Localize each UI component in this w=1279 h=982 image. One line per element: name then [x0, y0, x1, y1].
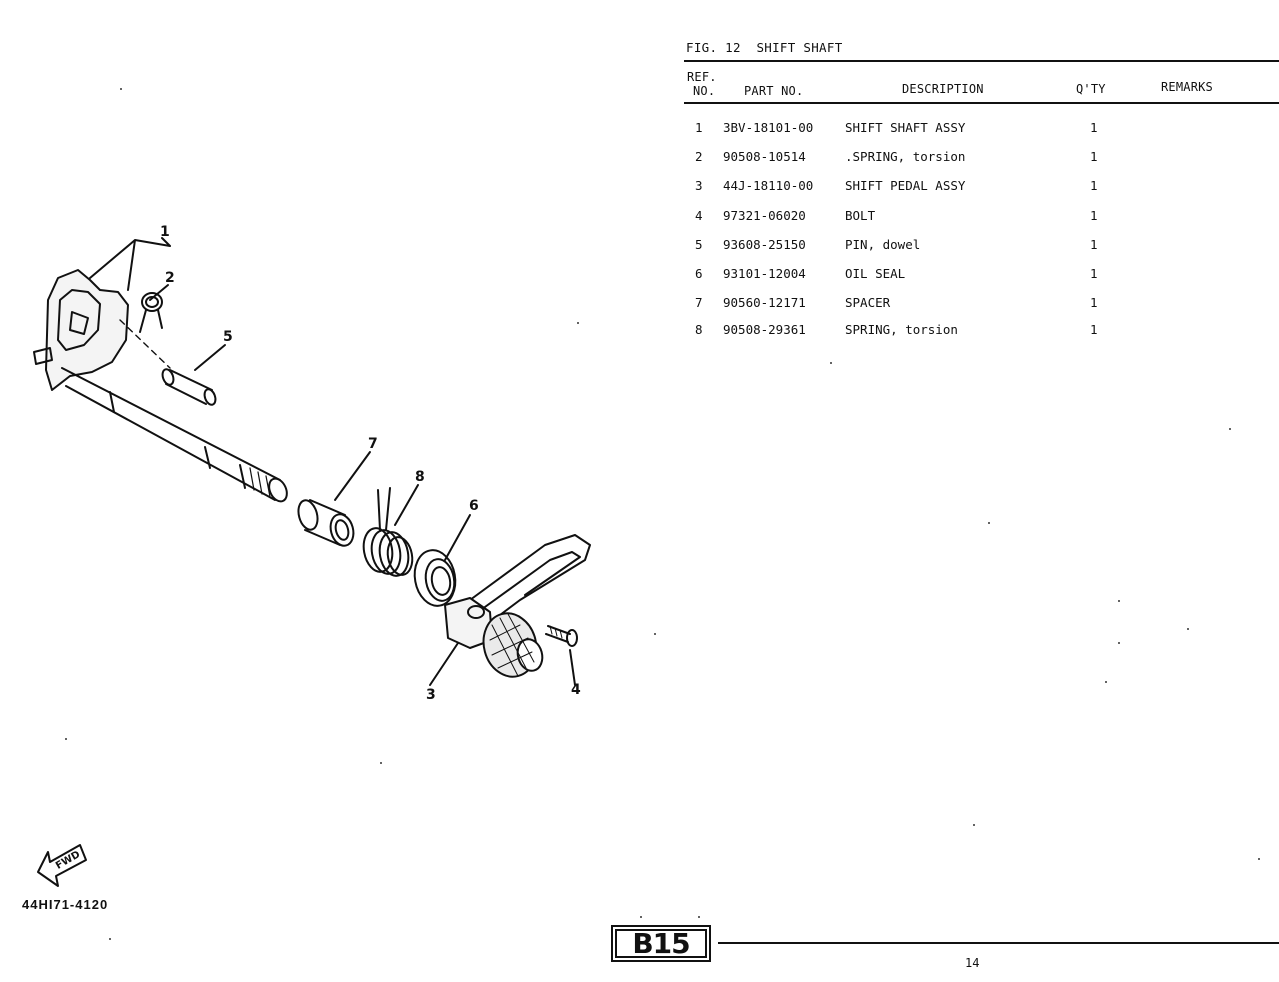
cell-ref: 3	[695, 178, 703, 193]
cell-description: SHIFT PEDAL ASSY	[845, 178, 966, 193]
leader-5	[194, 344, 226, 371]
scan-speck	[973, 824, 975, 826]
cell-ref: 2	[695, 149, 703, 164]
figure-name: SHIFT SHAFT	[756, 40, 843, 55]
leader-4	[569, 649, 576, 686]
scan-speck	[577, 322, 579, 324]
cell-part-no: 44J-18110-00	[723, 178, 814, 193]
cell-ref: 7	[695, 295, 703, 310]
leader-3	[429, 639, 461, 686]
footer-rule	[718, 942, 1279, 944]
page-number: 14	[965, 956, 980, 970]
header-qty: Q'TY	[1076, 82, 1106, 96]
oil-seal	[413, 549, 457, 607]
scan-speck	[654, 633, 656, 635]
leader-8	[394, 484, 419, 526]
cell-qty: 1	[1090, 149, 1098, 164]
cell-ref: 4	[695, 208, 703, 223]
cell-qty: 1	[1090, 266, 1098, 281]
section-badge-label: B15	[615, 929, 707, 958]
scan-speck	[120, 88, 122, 90]
cell-part-no: 90560-12171	[723, 295, 806, 310]
scan-speck	[1118, 600, 1120, 602]
scan-speck	[1118, 642, 1120, 644]
cell-part-no: 3BV-18101-00	[723, 120, 814, 135]
cell-description: .SPRING, torsion	[845, 149, 966, 164]
callout-2: 2	[165, 270, 175, 286]
cell-part-no: 97321-06020	[723, 208, 806, 223]
cell-part-no: 93101-12004	[723, 266, 806, 281]
header-description: DESCRIPTION	[902, 82, 984, 96]
cell-part-no: 93608-25150	[723, 237, 806, 252]
figure-title: FIG. 12 SHIFT SHAFT	[686, 40, 843, 55]
drawing-code: 44HI71-4120	[22, 897, 109, 912]
scan-speck	[988, 522, 990, 524]
spacer	[297, 499, 355, 547]
fwd-arrow-icon	[37, 844, 87, 887]
section-badge: B15	[611, 925, 711, 962]
cell-description: BOLT	[845, 208, 876, 223]
cell-description: OIL SEAL	[845, 266, 906, 281]
callout-8: 8	[415, 469, 425, 485]
cell-qty: 1	[1090, 237, 1098, 252]
callout-3: 3	[426, 687, 436, 703]
torsion-spring-large	[362, 487, 414, 577]
cell-ref: 5	[695, 237, 703, 252]
cell-ref: 6	[695, 266, 703, 281]
leader-6	[444, 514, 471, 561]
exploded-diagram	[33, 237, 591, 887]
table-header-rule	[684, 102, 1279, 104]
cell-qty: 1	[1090, 178, 1098, 193]
scan-speck	[1229, 428, 1231, 430]
cell-description: SPACER	[845, 295, 891, 310]
scan-speck	[1258, 858, 1260, 860]
header-part-no: PART NO.	[744, 84, 804, 98]
callout-6: 6	[469, 498, 479, 514]
header-ref-line1: REF.	[687, 70, 717, 84]
leader-7	[334, 451, 371, 501]
cell-ref: 8	[695, 322, 703, 337]
scan-speck	[698, 916, 700, 918]
leader-1	[89, 237, 171, 291]
scan-speck	[1105, 681, 1107, 683]
callout-1: 1	[160, 224, 170, 240]
scan-speck	[830, 362, 832, 364]
cell-qty: 1	[1090, 295, 1098, 310]
dowel-pin	[161, 368, 217, 406]
table-top-rule	[684, 60, 1279, 62]
cell-description: SPRING, torsion	[845, 322, 958, 337]
cell-qty: 1	[1090, 208, 1098, 223]
cell-description: SHIFT SHAFT ASSY	[845, 120, 966, 135]
scan-speck	[109, 938, 111, 940]
figure-label: FIG. 12	[686, 40, 741, 55]
callout-7: 7	[368, 436, 378, 452]
header-ref-line2: NO.	[693, 84, 716, 98]
cell-qty: 1	[1090, 322, 1098, 337]
cell-part-no: 90508-29361	[723, 322, 806, 337]
callout-4: 4	[571, 682, 581, 698]
shift-shaft-assy	[33, 269, 288, 503]
scan-speck	[380, 762, 382, 764]
cell-ref: 1	[695, 120, 703, 135]
cell-qty: 1	[1090, 120, 1098, 135]
scan-speck	[65, 738, 67, 740]
cell-part-no: 90508-10514	[723, 149, 806, 164]
cell-description: PIN, dowel	[845, 237, 921, 252]
torsion-spring-small	[139, 292, 163, 333]
scan-speck	[640, 916, 642, 918]
bolt	[545, 625, 578, 647]
scan-speck	[1187, 628, 1189, 630]
header-remarks: REMARKS	[1161, 80, 1213, 94]
callout-5: 5	[223, 329, 233, 345]
shift-pedal-assy	[444, 534, 591, 678]
